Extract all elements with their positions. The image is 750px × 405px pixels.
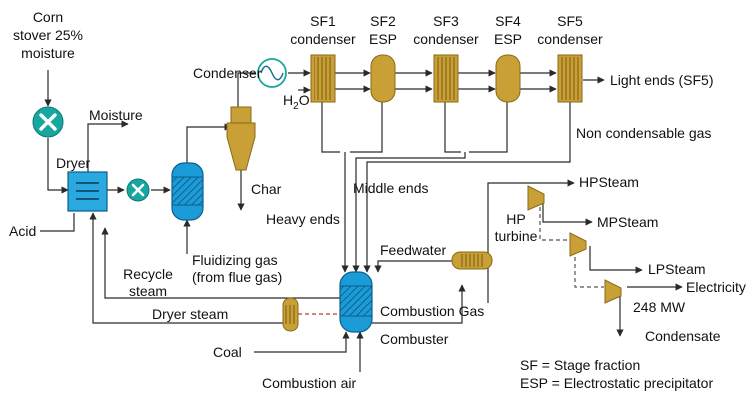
sf4-label-line1: SF4 <box>495 13 521 29</box>
h2o-o: O <box>299 92 310 108</box>
fluidizing-gas-label-line1: Fluidizing gas <box>192 252 278 268</box>
light-ends-label: Light ends (SF5) <box>610 72 714 88</box>
feed-mixer <box>32 106 64 138</box>
char-label: Char <box>251 181 282 197</box>
h2o-subscript: 2 <box>293 101 299 112</box>
combuster-unit <box>339 271 373 333</box>
sf4-label-line2: ESP <box>494 31 522 47</box>
condenser-unit <box>257 58 287 88</box>
sf1-label-line1: SF1 <box>310 13 336 29</box>
fluidizing-gas-label-line2: (from flue gas) <box>192 269 282 285</box>
sf5-label-line2: condenser <box>537 31 603 47</box>
feed-label-line2: stover 25% <box>13 27 83 43</box>
combuster-label: Combuster <box>380 331 449 347</box>
recycle-steam-label-line1: Recycle <box>123 266 173 282</box>
legend-esp: ESP = Electrostatic precipitator <box>520 375 713 391</box>
sf1-condenser <box>310 54 336 103</box>
condensate-label: Condensate <box>645 328 721 344</box>
hp-turbine <box>527 185 545 211</box>
sf2-label-line1: SF2 <box>370 13 396 29</box>
condenser-label: Condenser <box>193 65 262 81</box>
pyrolysis-reactor <box>171 162 204 221</box>
sf2-label-line2: ESP <box>369 31 397 47</box>
sf1-label-line2: condenser <box>290 31 356 47</box>
middle-ends-label: Middle ends <box>353 180 429 196</box>
lp-turbine <box>604 279 622 304</box>
pump <box>126 178 150 202</box>
moisture-label: Moisture <box>89 107 143 123</box>
mpsteam-label: MPSteam <box>597 214 658 230</box>
dryer-label: Dryer <box>56 155 91 171</box>
feed-label-line1: Corn <box>33 9 63 25</box>
h2o-label: H2O <box>283 92 310 112</box>
sf3-label-line1: SF3 <box>433 13 459 29</box>
sf2-esp <box>370 54 396 103</box>
coal-label: Coal <box>213 344 242 360</box>
dryer-unit <box>67 171 108 212</box>
hpsteam-label: HPSteam <box>579 174 639 190</box>
recycle-steam-label-line2: steam <box>129 283 167 299</box>
hp-turbine-label-line2: turbine <box>495 228 538 244</box>
legend-sf: SF = Stage fraction <box>520 357 640 373</box>
cyclone <box>226 106 256 171</box>
feed-label-line3: moisture <box>21 45 75 61</box>
electricity-label: Electricity <box>686 279 746 295</box>
dryer-steam-exchanger <box>282 297 299 332</box>
acid-label: Acid <box>9 223 36 239</box>
sf4-esp <box>495 54 521 103</box>
combustion-gas-label: Combustion Gas <box>380 303 484 319</box>
power-output-label: 248 MW <box>633 299 686 315</box>
feedwater-exchanger <box>451 251 493 270</box>
text-labels: Corn stover 25% moisture Moisture Dryer … <box>9 9 746 391</box>
sf3-condenser <box>433 54 459 103</box>
hp-turbine-label-line1: HP <box>506 211 525 227</box>
sf3-label-line2: condenser <box>413 31 479 47</box>
non-condensable-gas-label: Non condensable gas <box>576 125 711 141</box>
flow-lines <box>40 69 683 372</box>
combustion-air-label: Combustion air <box>262 375 356 391</box>
dryer-steam-label: Dryer steam <box>152 306 228 322</box>
heavy-ends-label: Heavy ends <box>266 211 340 227</box>
sf5-label-line1: SF5 <box>557 13 583 29</box>
feedwater-label: Feedwater <box>380 242 446 258</box>
sine-wave-icon <box>260 65 284 81</box>
mp-turbine <box>569 232 587 257</box>
sf5-condenser <box>557 54 583 103</box>
h2o-h: H <box>283 92 293 108</box>
lpsteam-label: LPSteam <box>648 261 706 277</box>
